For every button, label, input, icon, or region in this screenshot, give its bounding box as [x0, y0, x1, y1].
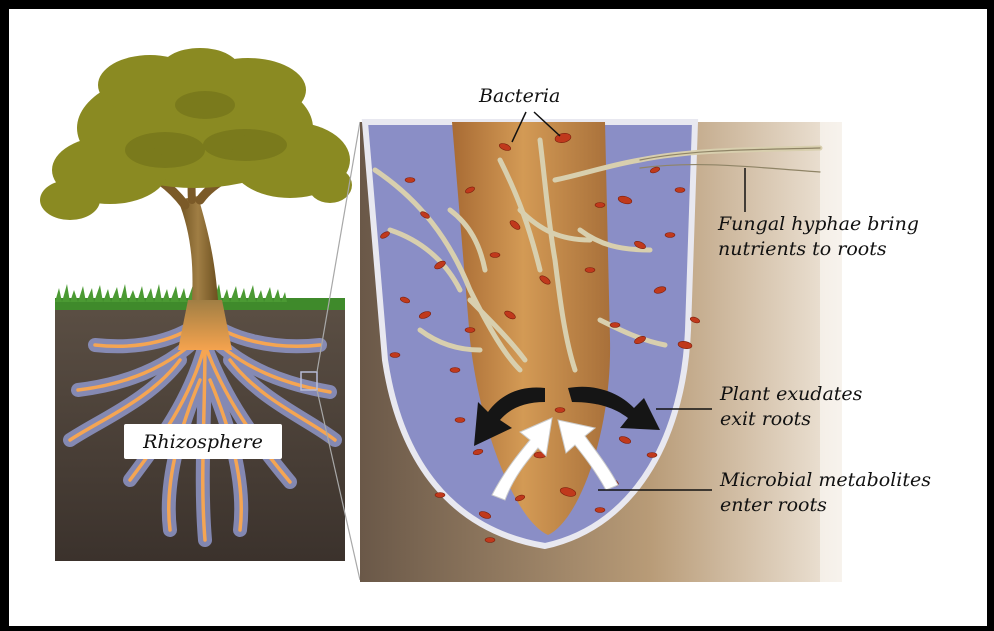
microbial-metabolites-label-line2: enter roots: [720, 493, 931, 518]
tree-canopy: [40, 48, 352, 220]
plant-exudates-label-line1: Plant exudates: [720, 382, 862, 407]
microbial-metabolites-label: Microbial metabolites enter roots: [720, 468, 931, 518]
microbial-metabolites-label-line1: Microbial metabolites: [720, 468, 931, 493]
rhizosphere-label: Rhizosphere: [124, 424, 282, 459]
fungal-hyphae-label-line2: nutrients to roots: [718, 237, 919, 262]
plant-exudates-label-line2: exit roots: [720, 407, 862, 432]
fungal-hyphae-label-line1: Fungal hyphae bring: [718, 212, 919, 237]
fungal-hyphae-label: Fungal hyphae bring nutrients to roots: [718, 212, 919, 262]
bacteria-label: Bacteria: [479, 84, 560, 109]
plant-exudates-label: Plant exudates exit roots: [720, 382, 862, 432]
